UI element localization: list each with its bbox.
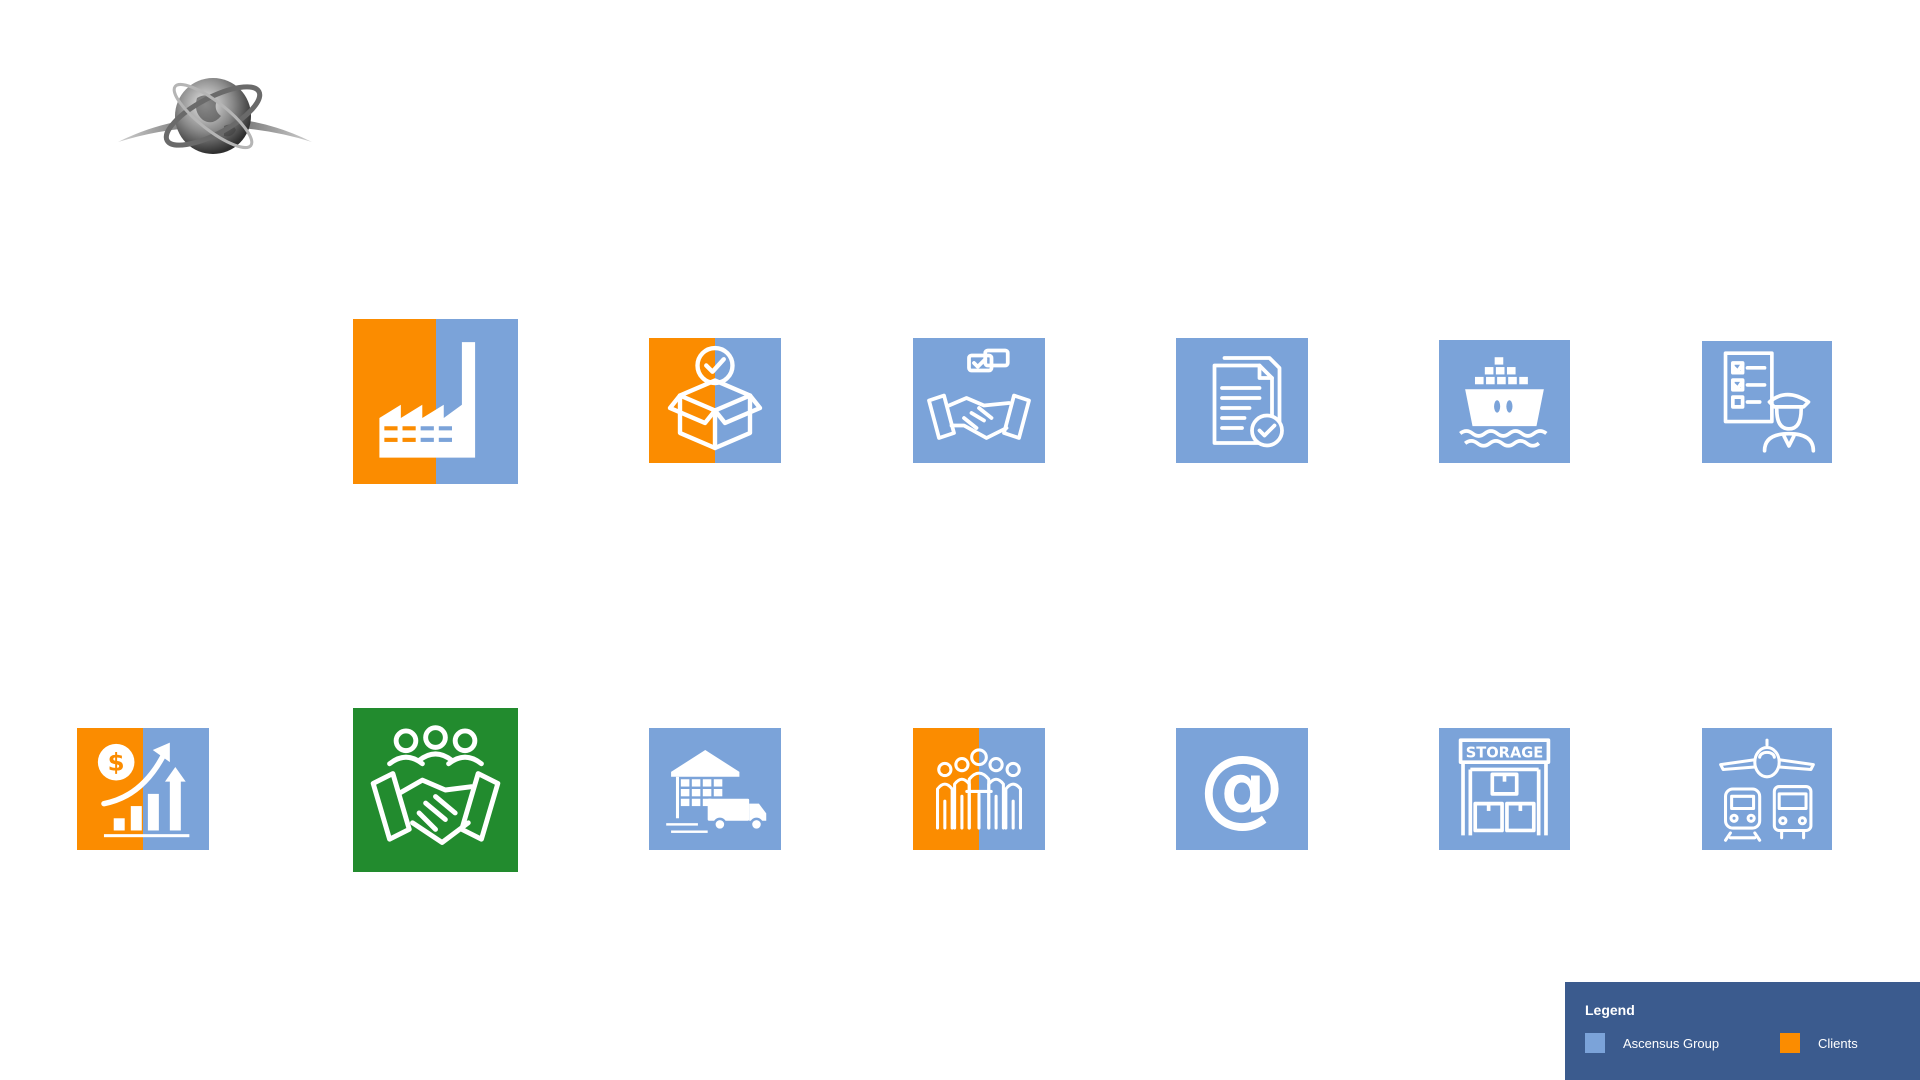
email-at-glyph: @ [1199,738,1284,837]
legend-label-clients: Clients [1818,1035,1858,1051]
storage-tile[interactable]: STORAGE [1439,728,1570,850]
checklist-officer-tile[interactable] [1702,341,1832,463]
storage-building-icon: STORAGE [1458,738,1551,836]
transport-modes-tile[interactable] [1702,728,1832,850]
storage-sign-text: STORAGE [1466,744,1544,761]
svg-text:$: $ [108,748,125,777]
company-logo [112,64,318,214]
handshake-chat-icon [927,348,1031,440]
legend-item-clients: Clients [1780,1033,1858,1053]
revenue-growth-icon: $ [97,742,190,838]
legend-item-ascensus: Ascensus Group [1585,1033,1719,1053]
box-check-icon [667,345,763,451]
team-tile[interactable] [913,728,1045,850]
legend-swatch-ascensus [1585,1033,1605,1053]
email-tile[interactable]: @ [1176,728,1308,850]
transport-modes-icon [1719,738,1815,842]
warehouse-truck-tile[interactable] [649,728,781,850]
partnership-tile[interactable] [353,708,518,872]
legend-title: Legend [1585,1002,1635,1018]
handshake-chat-tile[interactable] [913,338,1045,463]
team-icon [935,748,1023,830]
cargo-ship-icon [1459,357,1548,448]
box-check-tile[interactable] [649,338,781,463]
checklist-officer-icon [1723,351,1816,453]
email-at-icon: @ [1199,738,1284,837]
documents-check-icon [1212,356,1284,448]
warehouse-truck-icon [666,749,767,833]
factory-tile[interactable] [353,319,518,484]
revenue-growth-tile[interactable]: $ [77,728,209,850]
factory-icon [379,342,476,458]
legend-swatch-clients [1780,1033,1800,1053]
legend-panel: Legend Ascensus Group Clients [1565,982,1920,1080]
cargo-ship-tile[interactable] [1439,340,1570,463]
documents-check-tile[interactable] [1176,338,1308,463]
partnership-icon [370,725,501,845]
legend-label-ascensus: Ascensus Group [1623,1035,1720,1051]
